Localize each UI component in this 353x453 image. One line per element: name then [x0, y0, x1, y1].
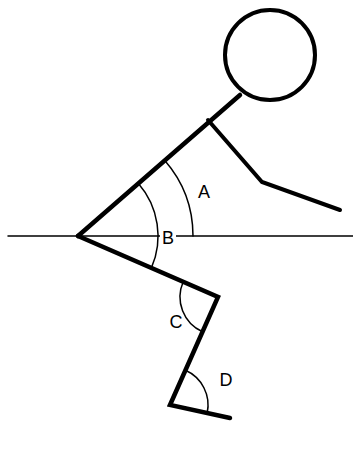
angle-label: A [196, 183, 212, 201]
angle-label: C [168, 313, 185, 331]
angle-label: B [160, 229, 176, 247]
horizontal-line [8, 235, 353, 237]
angle-arc [138, 184, 158, 268]
angle-arc [180, 282, 202, 332]
trunk [78, 95, 240, 236]
arm [208, 120, 340, 210]
angle-arc [165, 161, 193, 237]
head [225, 10, 315, 100]
angle-arc [186, 370, 209, 413]
angle-label: D [218, 371, 235, 389]
